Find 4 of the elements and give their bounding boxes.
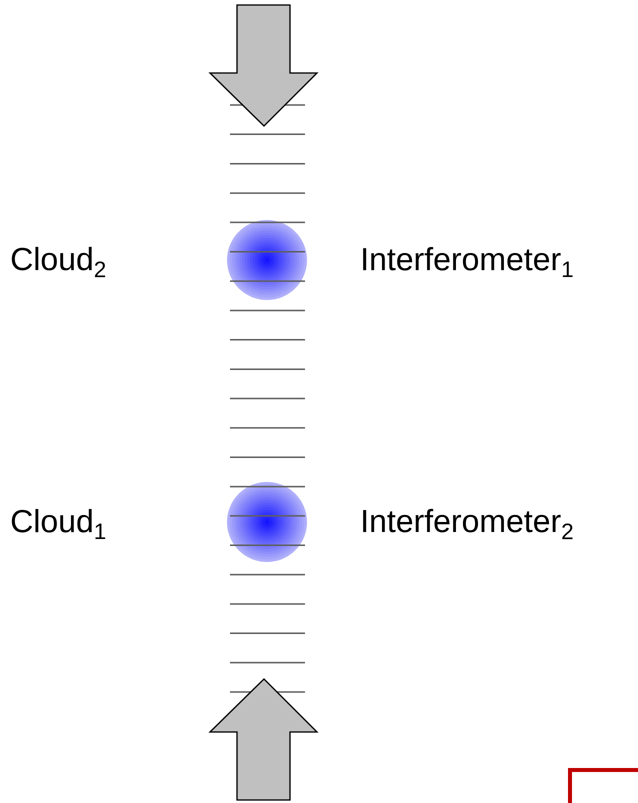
label: Interferometer$_{2}$ (363, 508, 572, 540)
label: Cloud$_{1}$ (12, 509, 106, 540)
label: Cloud$_{2}$ (12, 246, 106, 278)
label: Interferometer$_{1}$ (363, 247, 573, 277)
